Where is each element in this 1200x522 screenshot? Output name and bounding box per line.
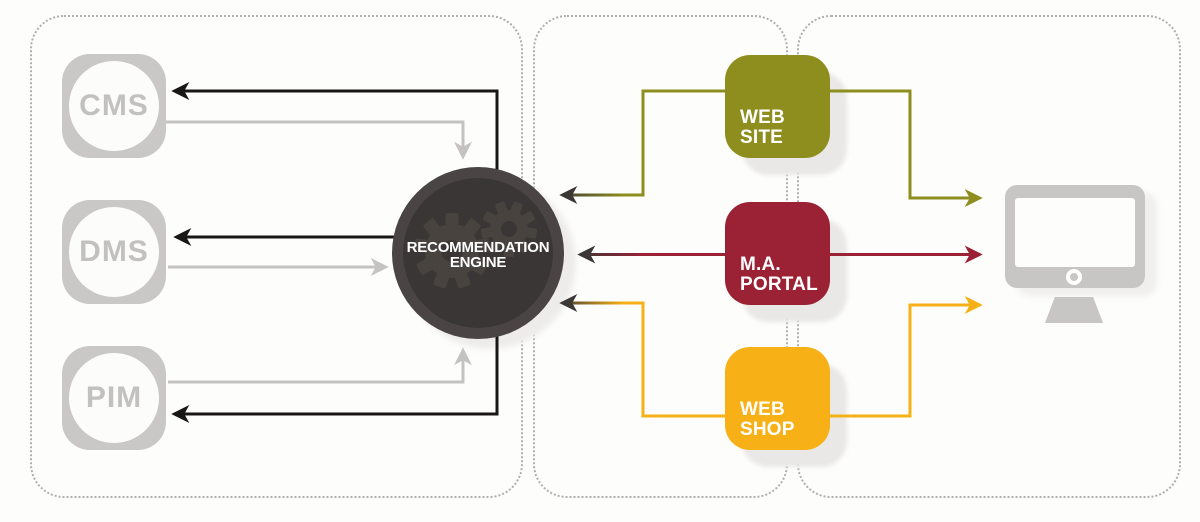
ma-portal-label-line2: PORTAL [740, 274, 818, 295]
website-label: WEB SITE [740, 108, 785, 148]
node-website: WEB SITE [725, 55, 830, 158]
webshop-label-line2: SHOP [740, 419, 795, 440]
pim-circle: PIM [69, 353, 159, 443]
dms-label: DMS [79, 235, 149, 268]
ma-portal-label: M.A. PORTAL [740, 255, 818, 295]
arrow-webshop-to-engine [559, 294, 725, 418]
arrow-website-to-monitor [830, 89, 983, 207]
arrow-pim-to-engine [168, 347, 472, 384]
arrow-website-to-engine [559, 89, 725, 204]
engine-face [403, 178, 553, 328]
arrow-cms-to-engine [166, 120, 472, 160]
arrow-webshop-to-monitor [830, 296, 983, 418]
node-webshop: WEB SHOP [725, 347, 830, 450]
dms-circle: DMS [69, 207, 159, 297]
engine-label-line1: RECOMMENDATION [406, 238, 550, 256]
pim-label: PIM [85, 381, 143, 414]
website-label-line2: SITE [740, 127, 784, 148]
engine-label: RECOMMENDATION ENGINE [392, 167, 564, 339]
desktop-monitor-icon [1005, 185, 1145, 325]
webshop-label-line1: WEB [740, 399, 785, 420]
cms-circle: CMS [69, 61, 159, 151]
arrow-engine-to-pim [171, 336, 499, 423]
node-dms: DMS [62, 200, 166, 304]
monitor-screen [1015, 198, 1135, 267]
website-label-line1: WEB [740, 107, 785, 128]
node-cms: CMS [62, 54, 166, 158]
node-pim: PIM [62, 346, 166, 450]
webshop-label: WEB SHOP [740, 400, 795, 440]
monitor-camera-dot [1066, 269, 1082, 285]
ma-portal-label-line1: M.A. [740, 254, 781, 275]
engine-label-line2: ENGINE [449, 253, 507, 271]
monitor-stand [1045, 297, 1103, 323]
gears-icon [413, 201, 538, 289]
cms-label: CMS [79, 89, 149, 122]
node-recommendation-engine: RECOMMENDATION ENGINE [392, 167, 564, 339]
node-ma-portal: M.A. PORTAL [725, 202, 830, 305]
arrow-engine-to-cms [171, 82, 499, 170]
